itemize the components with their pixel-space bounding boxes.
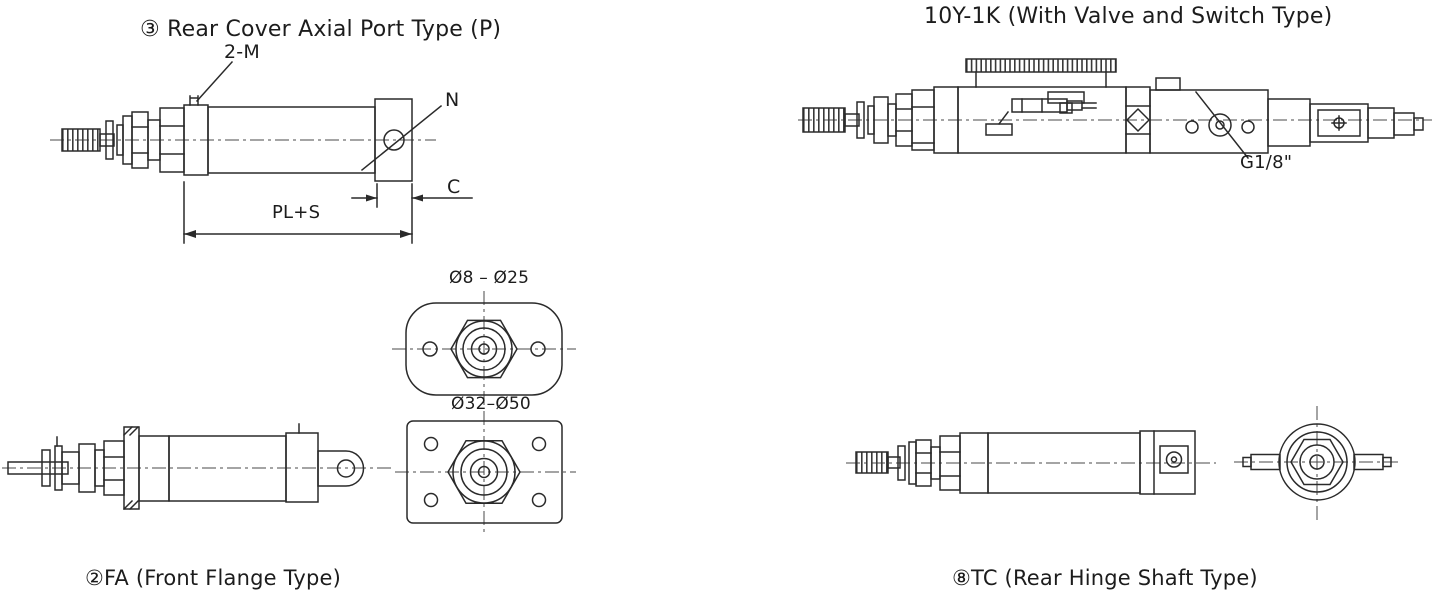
nut-circle bbox=[469, 457, 499, 487]
rear-hinge-end-view bbox=[1234, 406, 1400, 520]
pin-tip-right bbox=[1382, 456, 1392, 468]
rear-cover bbox=[374, 98, 413, 182]
end-tip bbox=[1413, 117, 1424, 131]
label-flange-small-range: Ø8 – Ø25 bbox=[449, 268, 530, 288]
port-leader-line bbox=[360, 104, 443, 172]
valve-fitting-stem bbox=[1059, 102, 1073, 114]
washer bbox=[41, 449, 51, 487]
outer-ring bbox=[1278, 423, 1356, 501]
bolt-hole bbox=[530, 341, 546, 357]
rail-brackets bbox=[975, 71, 1107, 88]
title-valve-switch: 10Y-1K (With Valve and Switch Type) bbox=[924, 4, 1333, 29]
hinge-boss bbox=[1159, 445, 1189, 474]
nut-circle bbox=[460, 448, 508, 496]
front-flange-drawing bbox=[2, 423, 394, 511]
hex-nut bbox=[447, 440, 521, 504]
label-c: C bbox=[447, 176, 461, 198]
bolt-hole bbox=[531, 436, 547, 452]
label-pls: PL+S bbox=[272, 202, 321, 223]
rear-cover-axial-drawing bbox=[50, 60, 473, 244]
hex-nut bbox=[450, 319, 518, 379]
arrowhead bbox=[184, 230, 196, 238]
rod-circle bbox=[1309, 454, 1325, 470]
piston-rod bbox=[844, 113, 860, 127]
rod-circle bbox=[478, 343, 490, 355]
bolt-hole bbox=[531, 492, 547, 508]
label-flange-large-range: Ø32–Ø50 bbox=[451, 394, 531, 414]
flange-hatch bbox=[122, 425, 140, 511]
title-rear-hinge: ⑧TC (Rear Hinge Shaft Type) bbox=[952, 566, 1258, 590]
valve-switch-drawing bbox=[798, 58, 1432, 160]
piston-rod bbox=[887, 456, 901, 469]
diamond-mark bbox=[1125, 107, 1151, 133]
nut-circle bbox=[452, 440, 516, 504]
flange-plate-square bbox=[406, 420, 563, 524]
tab-hole bbox=[336, 459, 356, 478]
bolt-hole bbox=[423, 436, 439, 452]
washer bbox=[897, 445, 906, 481]
rear-plate-inner bbox=[1317, 109, 1361, 137]
bolt-hole bbox=[423, 492, 439, 508]
valve-port-circle bbox=[1241, 120, 1255, 134]
end-fitting bbox=[1367, 107, 1395, 139]
g-port-leader-line bbox=[1194, 90, 1250, 160]
rear-block bbox=[1267, 98, 1311, 147]
title-rear-cover-axial: ③ Rear Cover Axial Port Type (P) bbox=[140, 17, 502, 42]
switch-component bbox=[985, 123, 1013, 136]
switch-plug bbox=[1066, 100, 1083, 111]
flange-large-view bbox=[395, 411, 576, 533]
valve-port-circle bbox=[1215, 120, 1225, 130]
rear-hinge-drawing bbox=[846, 430, 1216, 495]
switch-detail-lines bbox=[1021, 98, 1043, 113]
arrowhead bbox=[412, 194, 423, 202]
axial-port-circle bbox=[383, 129, 405, 151]
sensor-rail bbox=[965, 58, 1117, 73]
hinge-hole bbox=[1165, 451, 1183, 468]
rear-cover bbox=[1139, 430, 1196, 495]
bolt-hole bbox=[422, 341, 438, 357]
piston-rod bbox=[7, 461, 69, 475]
arrowhead bbox=[366, 194, 377, 202]
port-crosshair bbox=[1331, 115, 1347, 131]
hex-facet-lines bbox=[915, 451, 961, 477]
inner-ring bbox=[1286, 431, 1348, 493]
thread-leader-line bbox=[195, 60, 234, 103]
hex-facet-lines bbox=[1125, 105, 1151, 135]
washer bbox=[856, 101, 865, 139]
valve-port-circle bbox=[1185, 120, 1199, 134]
pin-tip-left bbox=[1242, 456, 1252, 468]
valve-top-fitting bbox=[1155, 77, 1181, 91]
rod-circle bbox=[477, 465, 491, 479]
arrowhead bbox=[400, 230, 412, 238]
end-nub bbox=[1393, 112, 1415, 136]
hinge-hole-center bbox=[1170, 456, 1178, 463]
hex-facet-lines bbox=[895, 106, 935, 144]
extension-lines bbox=[183, 181, 413, 244]
flange-plate-oval bbox=[405, 302, 563, 396]
hex-facet-lines bbox=[103, 456, 125, 481]
switch-body bbox=[1011, 98, 1068, 113]
label-g18-port: G1/8" bbox=[1240, 152, 1293, 173]
hex-nut bbox=[1290, 438, 1344, 486]
nut-circle bbox=[462, 327, 506, 371]
nut-circle bbox=[1299, 444, 1335, 480]
component-leader bbox=[997, 110, 1010, 126]
washer bbox=[105, 120, 114, 160]
nut-circle bbox=[470, 335, 498, 363]
label-n: N bbox=[445, 89, 460, 111]
valve-port-circle bbox=[1208, 113, 1232, 137]
surface-marks bbox=[56, 423, 300, 447]
rear-tab bbox=[317, 450, 365, 487]
flange-small-view bbox=[392, 291, 576, 407]
title-front-flange: ②FA (Front Flange Type) bbox=[85, 566, 342, 590]
hex-facet-lines bbox=[131, 125, 185, 155]
nut-circle bbox=[455, 320, 513, 378]
label-2m: 2-M bbox=[224, 41, 260, 63]
piston-rod bbox=[99, 133, 115, 147]
